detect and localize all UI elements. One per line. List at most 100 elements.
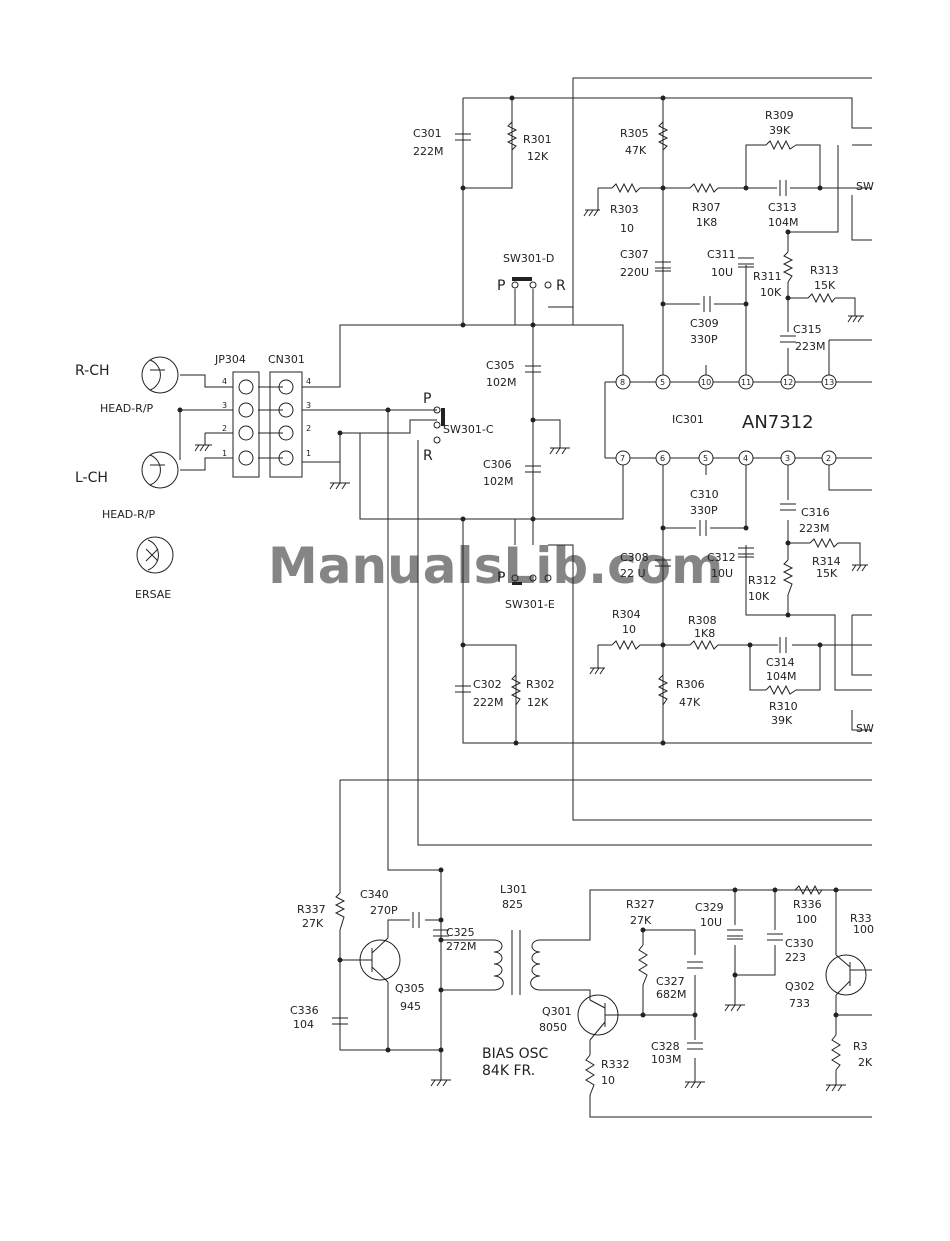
- l-ch-head-icon: [141, 451, 179, 489]
- sw301-d-label: SW301-D: [503, 252, 554, 265]
- c311-symbol: [738, 257, 754, 268]
- r311-ref: R311: [753, 270, 782, 283]
- r301-val: 12K: [527, 150, 549, 163]
- r309-ref: R309: [765, 109, 794, 122]
- r337-ref: R337: [297, 903, 326, 916]
- c316-val: 223M: [799, 522, 830, 535]
- ground-symbol: [549, 447, 570, 455]
- r313-val: 15K: [814, 279, 836, 292]
- c313-ref: C313: [768, 201, 797, 214]
- r305-symbol: [657, 121, 669, 151]
- r312-ref: R312: [748, 574, 777, 587]
- r313-symbol: [807, 292, 836, 304]
- c302-ref: C302: [473, 678, 502, 691]
- ground-symbol: [684, 1081, 705, 1089]
- r314-val: 15K: [816, 567, 838, 580]
- c329-val: 10U: [700, 916, 722, 929]
- c325-ref: C325: [446, 926, 475, 939]
- c309-symbol: [703, 296, 711, 312]
- r332-val: 10: [601, 1074, 615, 1087]
- c325-symbol: [433, 929, 449, 937]
- sw-p-label: P: [497, 570, 505, 586]
- ground-symbol: [589, 645, 605, 675]
- ground-symbol: [329, 482, 350, 490]
- r311-symbol: [782, 251, 794, 283]
- head-type-label: HEAD-R/P: [100, 402, 154, 415]
- r337-symbol: [334, 892, 346, 931]
- ic-pin: 6: [660, 454, 665, 463]
- c307-val: 220U: [620, 266, 649, 279]
- cn-pin: 3: [306, 401, 311, 410]
- c309-val: 330P: [690, 333, 718, 346]
- r336-val: 100: [796, 913, 817, 926]
- c305-symbol: [525, 365, 541, 373]
- ic-pin: 10: [701, 378, 711, 387]
- cn-pin: 1: [306, 449, 311, 458]
- r337-val: 27K: [302, 917, 324, 930]
- cn301-label: CN301: [268, 353, 305, 366]
- r309-val: 39K: [769, 124, 791, 137]
- c327-symbol: [687, 961, 703, 969]
- r310-ref: R310: [769, 700, 798, 713]
- l301-ref: L301: [500, 883, 527, 896]
- c307-symbol: [655, 261, 671, 272]
- jp-pin: 4: [222, 377, 227, 386]
- r307-symbol: [689, 182, 719, 194]
- c336-val: 104: [293, 1018, 314, 1031]
- ground-symbol: [825, 1084, 846, 1092]
- r310-symbol: [765, 684, 797, 696]
- c310-symbol: [699, 520, 707, 536]
- sw-r-label: R: [423, 448, 433, 464]
- labels: IC301 AN7312 8 5 10 11 12 13 7 6 5 4 3 2…: [75, 109, 874, 1087]
- q301-val: 8050: [539, 1021, 567, 1034]
- r3xx-ref: R3: [853, 1040, 868, 1053]
- r-ch-head-icon: [141, 356, 179, 394]
- ic-pin: 8: [620, 378, 625, 387]
- cn301-block: [269, 371, 303, 478]
- r304-symbol: [611, 639, 641, 651]
- c325-val: 272M: [446, 940, 477, 953]
- c301-val: 222M: [413, 145, 444, 158]
- ic-pin: 2: [826, 454, 831, 463]
- c310-val: 330P: [690, 504, 718, 517]
- ic-pin: 12: [783, 378, 793, 387]
- q301-ref: Q301: [542, 1005, 572, 1018]
- sw-label: SW: [856, 180, 874, 193]
- sw-label: SW: [856, 722, 874, 735]
- r302-ref: R302: [526, 678, 555, 691]
- r306-ref: R306: [676, 678, 705, 691]
- bias-osc-freq: 84K FR.: [482, 1063, 535, 1079]
- r313-ref: R313: [810, 264, 839, 277]
- r3xx-val: 2K: [858, 1056, 873, 1069]
- cn-pin: 2: [306, 424, 311, 433]
- watermark: ManualsLib.com: [268, 537, 723, 595]
- r310-val: 39K: [771, 714, 793, 727]
- c301-ref: C301: [413, 127, 442, 140]
- c330-ref: C330: [785, 937, 814, 950]
- ground-symbol: [430, 1079, 451, 1087]
- r304-ref: R304: [612, 608, 641, 621]
- junctions: [177, 95, 839, 1053]
- r307-ref: R307: [692, 201, 721, 214]
- connector-blocks: [232, 371, 303, 478]
- ground-symbol: [724, 1004, 745, 1012]
- ic-pin: 5: [660, 378, 665, 387]
- c336-ref: C336: [290, 1004, 319, 1017]
- ground-symbol: [847, 315, 864, 323]
- r3xx-symbol: [831, 1034, 841, 1071]
- r327-val: 27K: [630, 914, 652, 927]
- r308-val: 1K8: [694, 627, 715, 640]
- ic-pin: 4: [743, 454, 748, 463]
- r332-ref: R332: [601, 1058, 630, 1071]
- c316-symbol: [780, 503, 796, 511]
- c311-val: 10U: [711, 266, 733, 279]
- r305-val: 47K: [625, 144, 647, 157]
- resistors: [334, 121, 841, 1096]
- jp304-label: JP304: [214, 353, 246, 366]
- r336-symbol: [794, 884, 823, 896]
- transistors: [359, 937, 867, 1041]
- jp-pin: 1: [222, 449, 227, 458]
- r311-val: 10K: [760, 286, 782, 299]
- ground-symbol: [194, 444, 212, 452]
